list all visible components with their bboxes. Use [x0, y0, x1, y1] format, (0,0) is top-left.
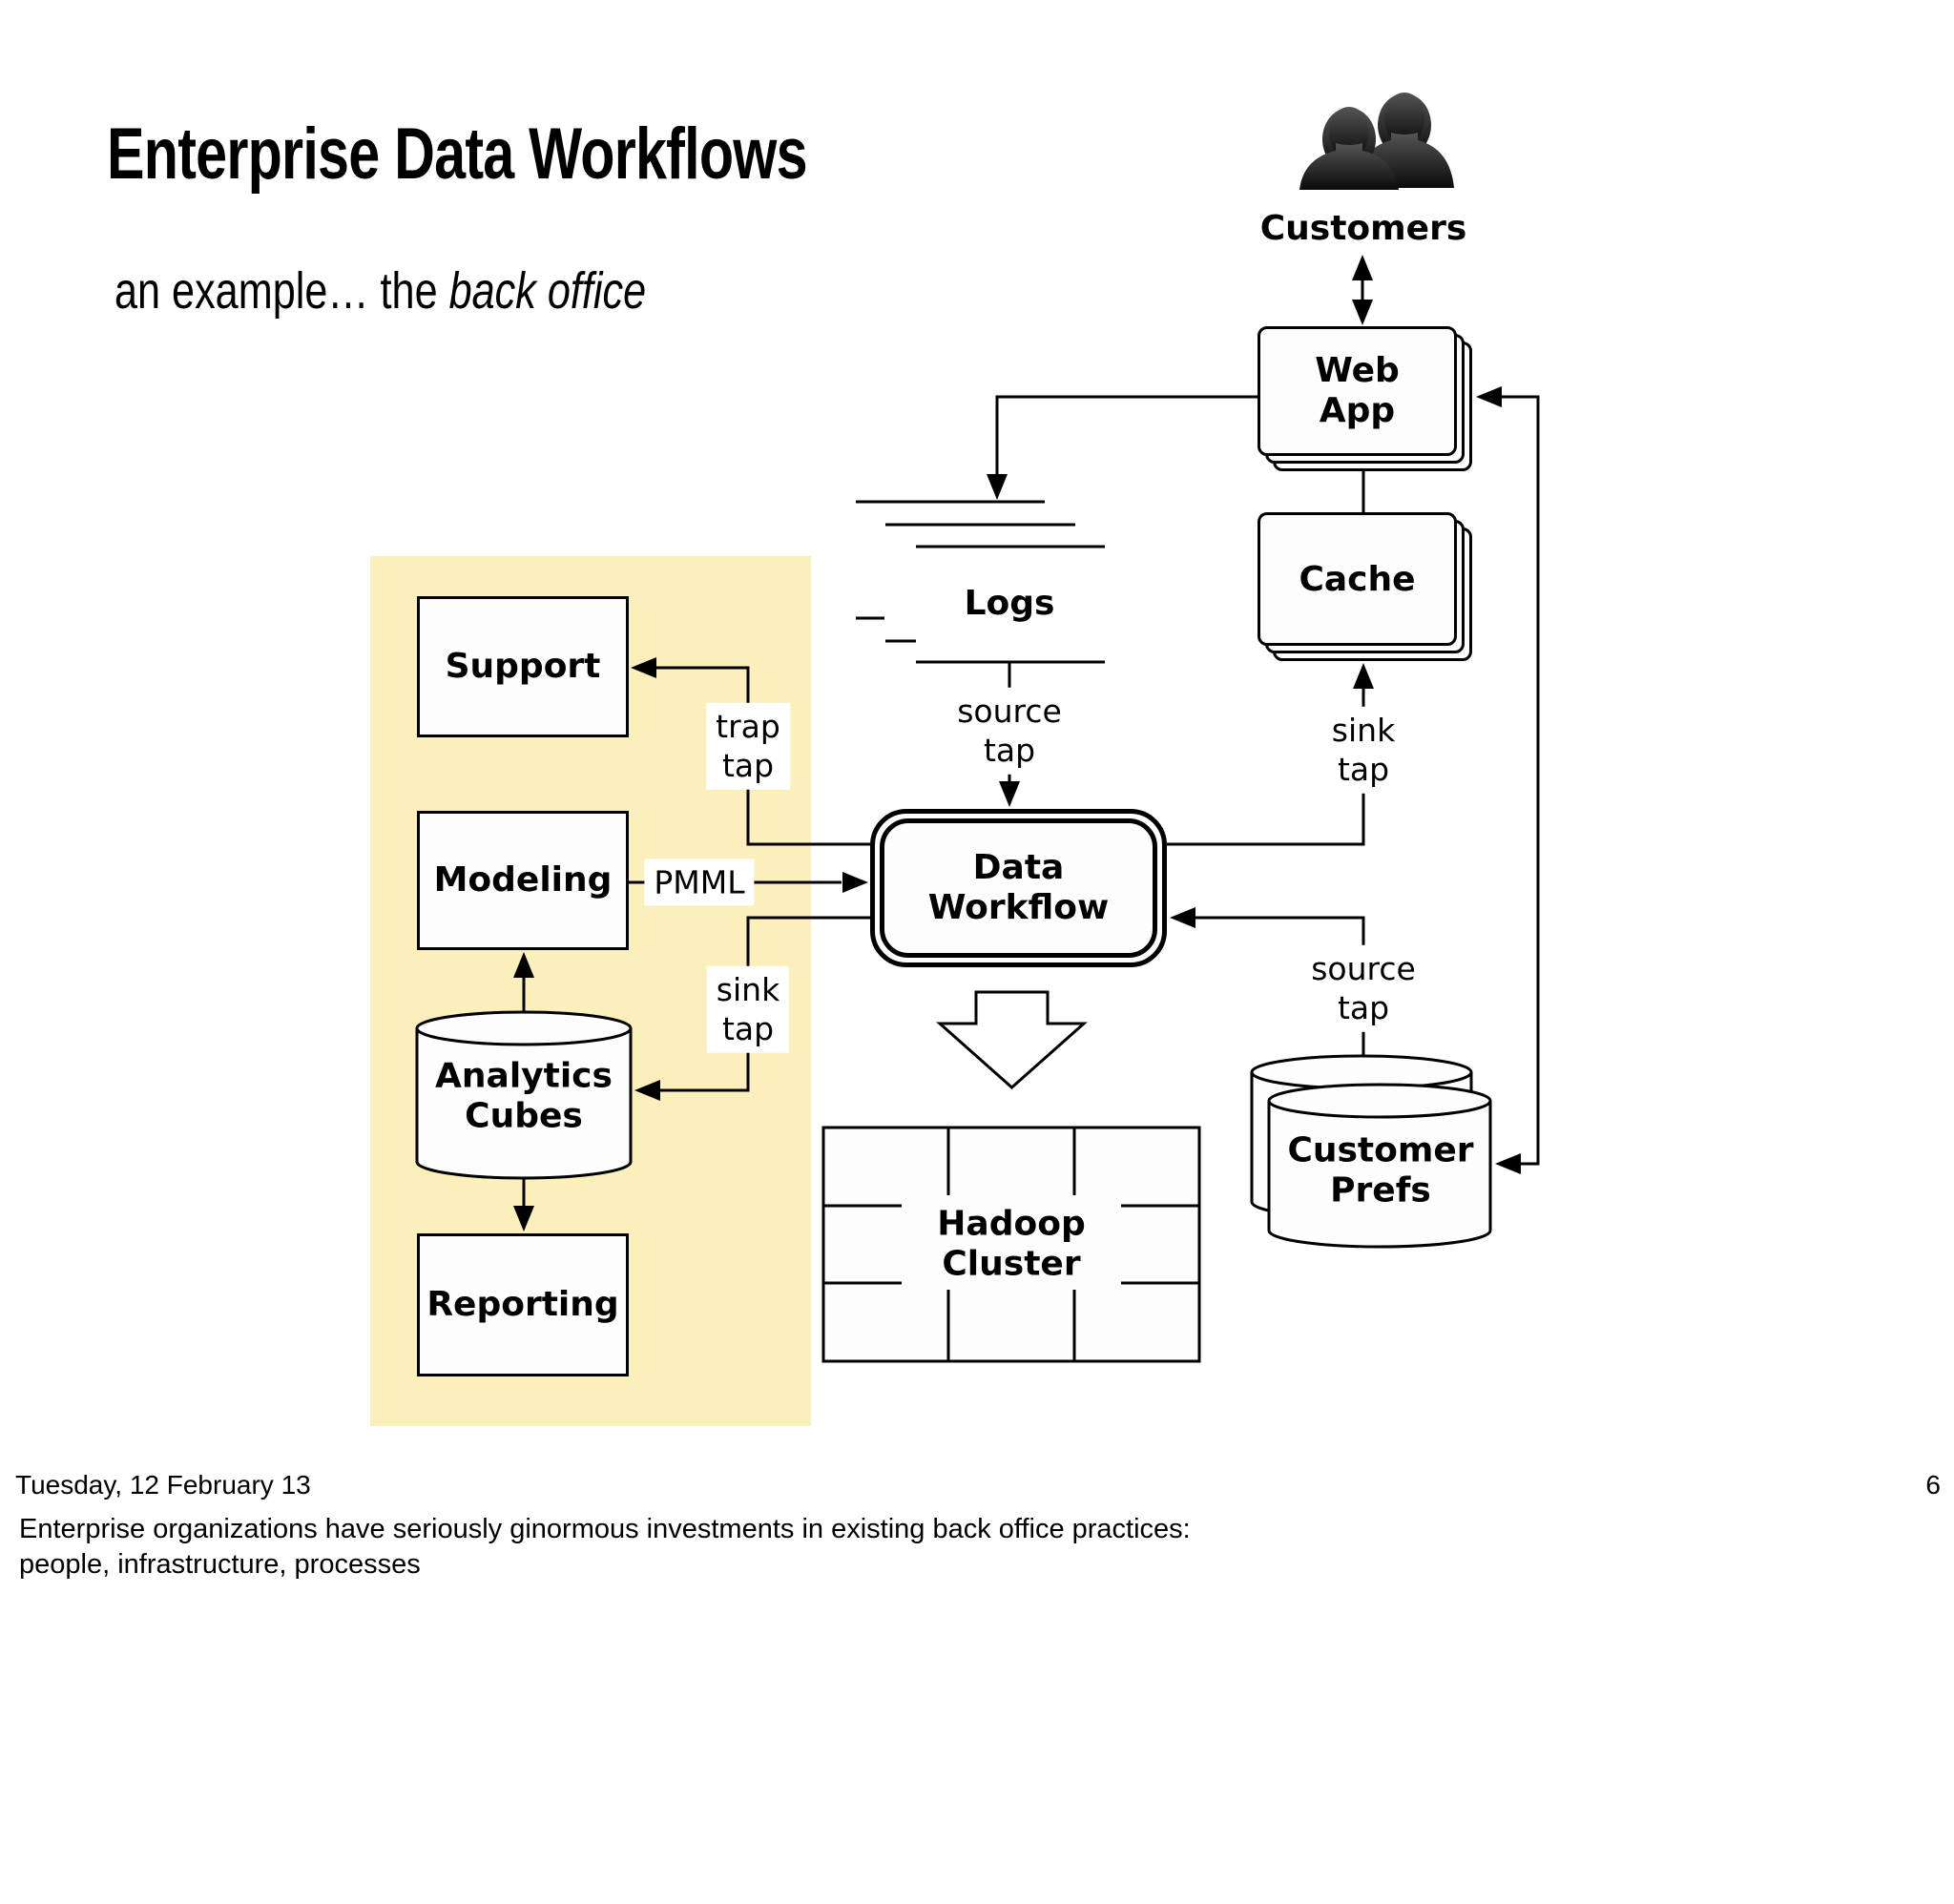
arrowheads [513, 255, 1521, 1231]
arrowhead-left [1495, 1153, 1521, 1174]
arrowhead-down [513, 1206, 534, 1231]
customers-icon [1299, 93, 1454, 190]
stack-front: Cache [1258, 512, 1457, 646]
node-support: Support [417, 596, 629, 737]
trap-tap-label: trap tap [706, 702, 790, 790]
node-modeling-label: Modeling [433, 859, 613, 900]
arrowhead-left [634, 1080, 660, 1101]
arrowhead-up [513, 952, 534, 978]
analytics-cubes-label: Analytics Cubes [435, 1056, 613, 1136]
page-title: Enterprise Data Workflows [107, 114, 808, 195]
arrowhead-left [631, 657, 656, 678]
footer-date: Tuesday, 12 February 13 [15, 1470, 311, 1500]
cylinder-top [1267, 1083, 1492, 1119]
arrowhead-down [999, 781, 1020, 807]
grid-outline [821, 1126, 1201, 1363]
source-tap-logs-label: source tap [947, 687, 1071, 775]
sink-tap-left-label: sink tap [706, 965, 790, 1053]
subtitle-prefix: an example… the [114, 262, 449, 320]
hadoop-cluster-label: Hadoop Cluster [937, 1204, 1086, 1284]
node-cache: Cache [1258, 512, 1472, 661]
arrowhead-right [842, 872, 868, 893]
analytics-cubes-cylinder [415, 1010, 633, 1180]
page-subtitle: an example… the back office [114, 261, 646, 321]
logs-label: Logs [964, 583, 1055, 623]
edge-webapp-prefs-loop [1499, 395, 1540, 1166]
logs-icon [856, 500, 1105, 664]
sink-tap-right-label: sink tap [1321, 706, 1405, 794]
customers-label: Customers [1259, 208, 1467, 248]
node-data-workflow-label: Data Workflow [927, 847, 1110, 927]
subtitle-emphasis: back office [448, 262, 647, 320]
person-shoulders [1299, 143, 1399, 190]
arrowhead-up [1353, 663, 1374, 689]
stack-front: Web App [1258, 326, 1457, 456]
arrowhead-down [1352, 300, 1373, 325]
cylinder-body [1267, 1101, 1492, 1249]
node-data-workflow-inner: Data Workflow [880, 818, 1157, 958]
customer-prefs-label: Customer Prefs [1287, 1130, 1474, 1211]
node-cache-label: Cache [1299, 559, 1416, 599]
source-tap-prefs-label: source tap [1301, 944, 1425, 1032]
node-reporting-label: Reporting [426, 1284, 619, 1324]
block-down-arrow-icon [936, 990, 1088, 1090]
footer-page-number: 6 [1925, 1470, 1941, 1500]
person-head [1384, 93, 1424, 144]
cylinder-top [415, 1010, 633, 1046]
node-web-app-label: Web App [1315, 350, 1400, 430]
edge-webapp-logs [995, 395, 1258, 475]
speaker-notes-line1: Enterprise organizations have seriously … [19, 1514, 1191, 1544]
arrowhead-up [1352, 255, 1373, 280]
customer-prefs-cylinder [1250, 1054, 1492, 1249]
cylinder-body [415, 1028, 633, 1180]
node-modeling: Modeling [417, 811, 629, 950]
hadoop-cluster-grid [821, 1126, 1201, 1363]
grid-dividers [823, 1128, 1199, 1361]
node-reporting: Reporting [417, 1233, 629, 1376]
node-support-label: Support [445, 646, 601, 686]
speaker-notes-line2: people, infrastructure, processes [19, 1549, 421, 1580]
arrowhead-left [1476, 386, 1502, 407]
arrowhead-down [987, 474, 1008, 500]
node-data-workflow: Data Workflow [870, 809, 1167, 967]
arrowhead-left [1170, 907, 1195, 928]
pmml-label: PMML [644, 859, 755, 906]
node-web-app: Web App [1258, 326, 1472, 471]
